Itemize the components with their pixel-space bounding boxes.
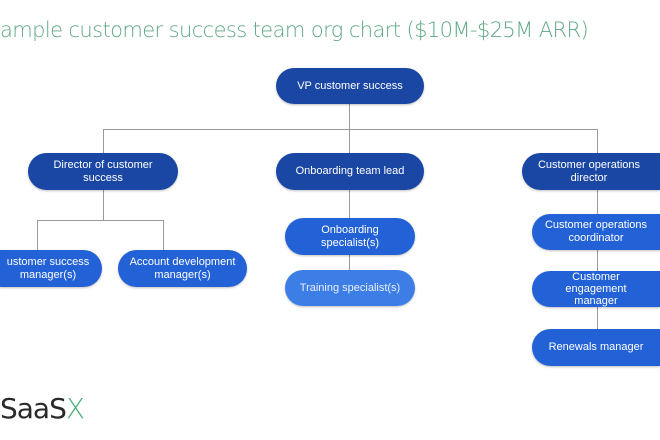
- connector-root-down: [349, 104, 350, 129]
- logo-accent: X: [65, 392, 85, 425]
- connector-director-cs-down: [103, 190, 104, 220]
- saasx-logo: SaaSX: [0, 392, 85, 425]
- connector-to-ops-director: [597, 129, 598, 153]
- logo-text: SaaS: [0, 392, 67, 425]
- node-onboarding-specialists[interactable]: Onboarding specialist(s): [285, 218, 415, 255]
- node-training-specialists[interactable]: Training specialist(s): [285, 270, 415, 306]
- node-director-customer-success[interactable]: Director of customer success: [28, 153, 178, 190]
- connector-to-csm: [37, 220, 38, 250]
- node-account-development-managers[interactable]: Account development manager(s): [118, 250, 247, 287]
- node-customer-success-managers[interactable]: ustomer success manager(s): [0, 250, 102, 287]
- chart-title: ample customer success team org chart ($…: [0, 18, 589, 42]
- node-customer-operations-coordinator[interactable]: Customer operations coordinator: [532, 214, 660, 250]
- node-vp-customer-success[interactable]: VP customer success: [276, 68, 424, 104]
- connector-to-adm: [163, 220, 164, 250]
- node-customer-operations-director[interactable]: Customer operations director: [522, 153, 660, 190]
- node-renewals-manager[interactable]: Renewals manager: [532, 329, 660, 366]
- connector-left-horizontal: [37, 220, 164, 221]
- connector-top-horizontal: [103, 129, 598, 130]
- connector-to-onboarding-lead: [349, 129, 350, 153]
- node-customer-engagement-manager[interactable]: Customer engagement manager: [532, 271, 660, 307]
- node-onboarding-team-lead[interactable]: Onboarding team lead: [276, 153, 424, 190]
- connector-ops-chain: [597, 190, 598, 329]
- connector-to-director-cs: [103, 129, 104, 153]
